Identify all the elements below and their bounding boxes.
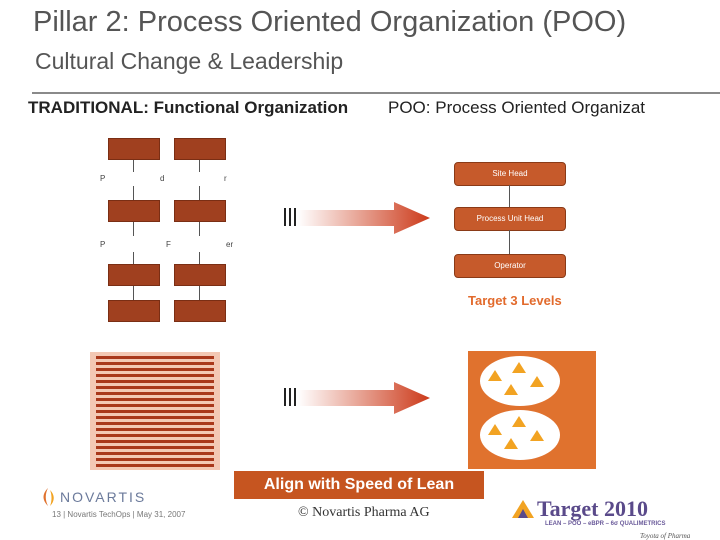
target-levels-label: Target 3 Levels	[468, 293, 562, 308]
team-member-triangle	[488, 370, 502, 381]
connector-line	[199, 286, 200, 300]
stripe	[96, 404, 214, 407]
stripe	[96, 410, 214, 413]
process-unit-head-box: Process Unit Head	[454, 207, 566, 231]
stripe	[96, 416, 214, 419]
connector-line	[199, 186, 200, 200]
transition-arrow-bottom	[284, 382, 430, 414]
connector-line	[133, 222, 134, 236]
team-member-triangle	[504, 438, 518, 449]
org-label: er	[226, 240, 234, 249]
target-logo-icon	[512, 500, 534, 518]
team-member-triangle	[488, 424, 502, 435]
connector-line	[133, 186, 134, 200]
org-label: F	[166, 240, 171, 249]
target-2010-subtitle: LEAN – POO – eBPR – 6σ QUALIMETRICS	[545, 521, 666, 527]
stripe	[96, 374, 214, 377]
footer-info: 13 | Novartis TechOps | May 31, 2007	[52, 510, 186, 519]
connector-line	[199, 252, 200, 264]
stripe	[96, 398, 214, 401]
connector-line	[133, 286, 134, 300]
org-label: d	[160, 174, 165, 183]
target-2010-title: Target 2010	[537, 496, 649, 521]
poo-heading: POO: Process Oriented Organizat	[388, 98, 685, 118]
operator-box: Operator	[454, 254, 566, 278]
stripe	[96, 464, 214, 467]
functional-box	[174, 138, 226, 160]
team-member-triangle	[530, 430, 544, 441]
align-lean-banner: Align with Speed of Lean	[234, 471, 484, 499]
slide-subtitle: Cultural Change & Leadership	[35, 48, 344, 74]
connector-line	[509, 185, 510, 207]
functional-box	[174, 300, 226, 322]
org-label: r	[224, 174, 227, 183]
copyright-text: © Novartis Pharma AG	[298, 505, 430, 520]
target-2010-tagline: Toyota of Pharma	[640, 532, 691, 540]
stripe	[96, 446, 214, 449]
functional-box	[108, 264, 160, 286]
stripe	[96, 368, 214, 371]
stripe	[96, 380, 214, 383]
team-member-triangle	[512, 416, 526, 427]
stripe	[96, 434, 214, 437]
title-divider	[32, 92, 720, 94]
stripe	[96, 392, 214, 395]
novartis-logo-icon	[43, 488, 54, 506]
functional-box	[174, 264, 226, 286]
stripe	[96, 422, 214, 425]
connector-line	[199, 222, 200, 236]
connector-line	[509, 230, 510, 254]
org-label: P	[100, 174, 106, 183]
connector-line	[133, 252, 134, 264]
stripe	[96, 452, 214, 455]
functional-box	[174, 200, 226, 222]
stripe	[96, 428, 214, 431]
connector-line	[133, 160, 134, 172]
transition-arrow-top	[284, 202, 430, 234]
org-label: P	[100, 240, 106, 249]
connector-line	[199, 160, 200, 172]
team-member-triangle	[504, 384, 518, 395]
traditional-heading: TRADITIONAL: Functional Organization	[28, 98, 349, 117]
stripe	[96, 440, 214, 443]
stripe	[96, 458, 214, 461]
site-head-box: Site Head	[454, 162, 566, 186]
novartis-logo-text: NOVARTIS	[60, 489, 147, 505]
team-member-triangle	[530, 376, 544, 387]
functional-box	[108, 138, 160, 160]
stripe	[96, 362, 214, 365]
team-member-triangle	[512, 362, 526, 373]
functional-box	[108, 300, 160, 322]
stripe	[96, 356, 214, 359]
stripe	[96, 386, 214, 389]
functional-box	[108, 200, 160, 222]
slide-title: Pillar 2: Process Oriented Organization …	[33, 6, 627, 38]
